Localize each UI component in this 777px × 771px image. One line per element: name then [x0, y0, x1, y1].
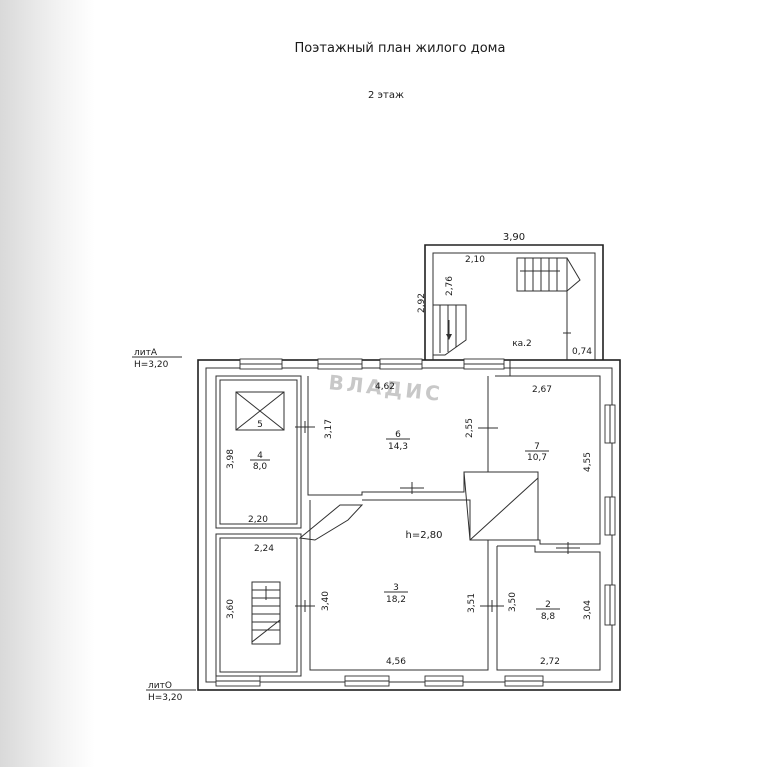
stair-room-width: 2,24 — [254, 544, 274, 554]
room-4-height: 3,98 — [226, 449, 236, 469]
room-7-area: 10,7 — [527, 453, 547, 463]
room-4-area: 8,0 — [253, 462, 268, 472]
room-7-number: 7 — [534, 442, 540, 452]
room-7-width: 2,67 — [532, 385, 552, 395]
room-6-number: 6 — [395, 430, 401, 440]
room-3-height: 3,40 — [321, 591, 331, 611]
room-3-number: 3 — [393, 583, 399, 593]
room-5-shaft: 5 — [235, 391, 285, 431]
inner-outline — [205, 367, 613, 683]
room-3-area: 18,2 — [386, 595, 406, 605]
annex-height-inner: 2,76 — [445, 276, 455, 296]
ceiling-height: h=2,80 — [406, 530, 443, 541]
room-6-area: 14,3 — [388, 442, 408, 452]
windows — [215, 358, 616, 687]
annex-width: 3,90 — [503, 232, 525, 243]
annex-height-outer: 2,92 — [417, 293, 427, 313]
room-6-height-right: 2,55 — [465, 418, 475, 438]
annex-inner-width: 2,10 — [465, 255, 485, 265]
room-2-area: 8,8 — [541, 612, 556, 622]
room-2-height: 3,50 — [508, 592, 518, 612]
stair-room-height: 3,60 — [226, 599, 236, 619]
door-ticks — [295, 421, 580, 612]
room-2-height-right: 3,04 — [583, 600, 593, 620]
lit-a-name: литА — [134, 348, 158, 358]
interior-walls — [215, 375, 601, 677]
page-shadow — [0, 0, 95, 767]
room-7-height: 4,55 — [583, 452, 593, 472]
room-4-width: 2,20 — [248, 515, 268, 525]
lit-o-name: литО — [148, 681, 172, 691]
room-3-height-right: 3,51 — [467, 593, 477, 613]
room-2-width: 2,72 — [540, 657, 560, 667]
room-3-width: 4,56 — [386, 657, 406, 667]
room-6-width: 4,62 — [375, 382, 395, 392]
annex-room-label: ка.2 — [512, 339, 532, 349]
plan-title: Поэтажный план жилого дома — [295, 41, 506, 56]
room-5-number: 5 — [257, 420, 263, 430]
annex-small-dim: 0,74 — [572, 347, 592, 357]
room-4-number: 4 — [257, 451, 263, 461]
stair-room-staircase — [251, 581, 281, 645]
annex: 3,90 2,10 2,92 2,76 ка.2 0,74 — [417, 232, 604, 376]
lit-a-height: Н=3,20 — [134, 360, 169, 370]
lit-o-height: Н=3,20 — [148, 693, 183, 703]
room-6-height: 3,17 — [324, 419, 334, 439]
floor-label: 2 этаж — [368, 90, 404, 101]
room-2-number: 2 — [545, 600, 551, 610]
